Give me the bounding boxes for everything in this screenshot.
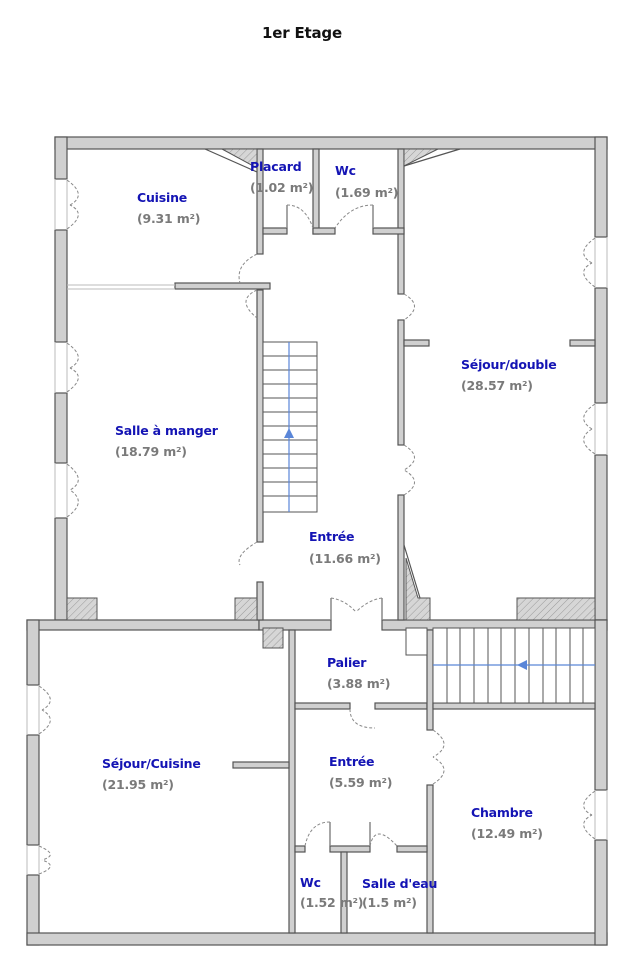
room-name-placard: Placard: [250, 159, 302, 174]
walls: [26, 136, 608, 946]
room-area-palier: (3.88 m²): [327, 676, 391, 691]
room-name-salle-d-eau: Salle d'eau: [362, 876, 438, 891]
room-area-entree-top: (11.66 m²): [309, 551, 381, 566]
stair-arrow-up-icon: [284, 428, 294, 438]
room-area-sejour-double: (28.57 m²): [461, 378, 533, 393]
room-name-wc-bottom: Wc: [300, 875, 321, 890]
room-area-entree-bottom: (5.59 m²): [329, 775, 393, 790]
room-name-palier: Palier: [327, 655, 367, 670]
room-area-placard: (1.02 m²): [250, 180, 314, 195]
room-name-cuisine: Cuisine: [137, 190, 188, 205]
room-name-entree-top: Entrée: [309, 529, 355, 544]
staircase-horizontal: [432, 627, 596, 704]
stair-arrow-left-icon: [517, 660, 527, 670]
room-area-chambre: (12.49 m²): [471, 826, 543, 841]
room-area-wc-top: (1.69 m²): [335, 185, 399, 200]
hatched-blocks: [66, 148, 596, 649]
door-leaves: [286, 205, 383, 846]
room-area-wc-bottom: (1.52 m²): [300, 895, 364, 910]
room-name-sejour-double: Séjour/double: [461, 357, 557, 372]
room-area-salle-d-eau: (1.5 m²): [362, 895, 417, 910]
room-area-sejour-cuisine: (21.95 m²): [102, 777, 174, 792]
staircase-vertical: [262, 341, 318, 513]
door-swings: [38, 179, 596, 875]
room-name-wc-top: Wc: [335, 163, 356, 178]
floor-title: 1er Etage: [262, 24, 342, 42]
diagonal-walls: [204, 148, 461, 599]
room-name-salle-a-manger: Salle à manger: [115, 423, 218, 438]
room-name-sejour-cuisine: Séjour/Cuisine: [102, 756, 201, 771]
room-area-salle-a-manger: (18.79 m²): [115, 444, 187, 459]
landing-block: [405, 627, 428, 656]
room-area-cuisine: (9.31 m²): [137, 211, 201, 226]
room-name-entree-bottom: Entrée: [329, 754, 375, 769]
room-name-chambre: Chambre: [471, 805, 533, 820]
windows: [26, 179, 608, 875]
